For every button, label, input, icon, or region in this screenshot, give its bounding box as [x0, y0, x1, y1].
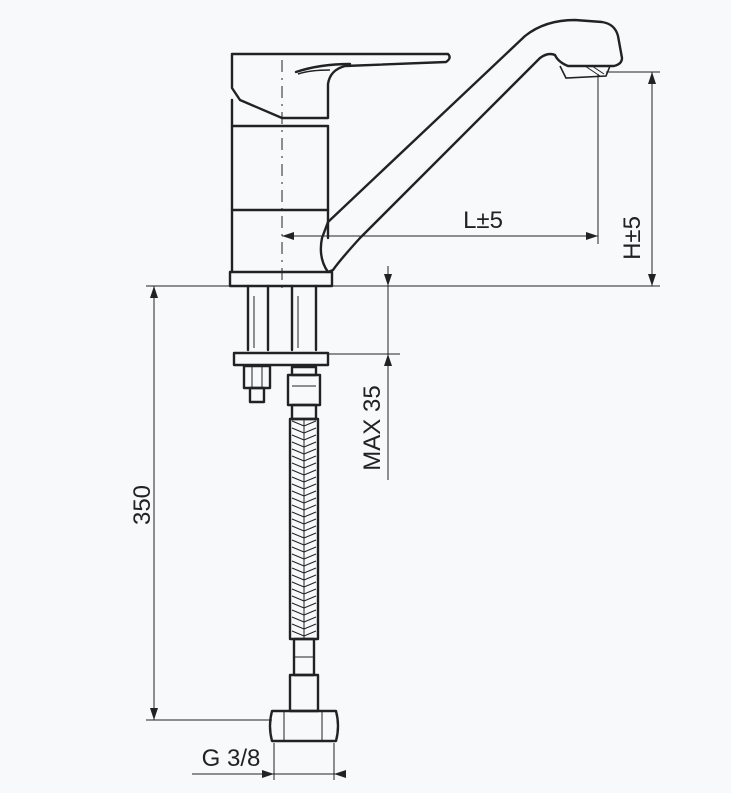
braid-strand [291, 427, 305, 434]
braid-strand [291, 434, 305, 441]
dimension-thread-label: G 3/8 [202, 745, 261, 772]
dimension-height-label: H±5 [619, 216, 646, 260]
braid-strand [303, 490, 317, 497]
braid-strand [291, 574, 305, 581]
braid-strand [303, 518, 317, 525]
fixing-nut [242, 364, 272, 390]
flexible-hose [268, 365, 340, 743]
braid-strand [291, 616, 305, 623]
braid-strand [291, 504, 305, 511]
braid-strand [291, 609, 305, 616]
braid-strand [303, 553, 317, 560]
braid-strand [303, 616, 317, 623]
braid-strand [291, 448, 305, 455]
dimension-lines: L±5 H±5 MAX 35 350 G 3/8 [129, 71, 660, 780]
braid-strand [291, 476, 305, 483]
braid-strand [291, 518, 305, 525]
dimension-mounting-depth-label: MAX 35 [359, 385, 386, 470]
braid-strand [303, 476, 317, 483]
braid-strand [303, 427, 317, 434]
braid-strand [291, 511, 305, 518]
braid-strand [291, 455, 305, 462]
spout [319, 18, 624, 274]
braid-strand [303, 539, 317, 546]
braid-strand [291, 581, 305, 588]
braid-strand [303, 546, 317, 553]
braid-strand [303, 469, 317, 476]
braid-strand [291, 630, 305, 637]
braid-strand [291, 623, 305, 630]
braid-strand [291, 483, 305, 490]
faucet-body [228, 18, 624, 288]
braid-strand [303, 623, 317, 630]
braid-strand [303, 525, 317, 532]
braid-strand [303, 609, 317, 616]
braid-strand [291, 420, 305, 427]
braid-strand [291, 441, 305, 448]
braid-strand [303, 511, 317, 518]
dimension-hose-length-label: 350 [129, 485, 156, 525]
braid-strand [303, 630, 317, 637]
braid-strand [303, 441, 317, 448]
braid-strand [303, 420, 317, 427]
braid-strand [303, 483, 317, 490]
braid-strand [291, 588, 305, 595]
lever-handle [230, 52, 451, 120]
braid-strand [291, 462, 305, 469]
mounting-plate [232, 351, 330, 367]
braid-strand [303, 567, 317, 574]
braid-strand [303, 497, 317, 504]
braid-strand [291, 532, 305, 539]
dimension-reach-label: L±5 [463, 207, 503, 234]
braid-strand [303, 595, 317, 602]
braid-strand [303, 532, 317, 539]
braid-strand [303, 560, 317, 567]
braid-strand [303, 462, 317, 469]
braid-strand [291, 525, 305, 532]
braid-strand [291, 553, 305, 560]
braid-strand [303, 574, 317, 581]
braid-strand [291, 595, 305, 602]
braid-strand [303, 602, 317, 609]
braid-strand [291, 490, 305, 497]
hose-connector-nut [268, 709, 340, 743]
braid-strand [291, 546, 305, 553]
braid-strand [303, 588, 317, 595]
braid-strand [303, 448, 317, 455]
cartridge-housing [230, 124, 330, 212]
braid-strand [303, 455, 317, 462]
mounting-assembly [232, 284, 330, 404]
braid-strand [303, 504, 317, 511]
braid-strand [303, 581, 317, 588]
braid-strand [291, 567, 305, 574]
braid-strand [291, 560, 305, 567]
faucet-base [228, 270, 334, 288]
braid-strand [291, 602, 305, 609]
braid-strand [303, 434, 317, 441]
braid-strand [291, 469, 305, 476]
braid-strand [291, 497, 305, 504]
braid-strand [291, 539, 305, 546]
